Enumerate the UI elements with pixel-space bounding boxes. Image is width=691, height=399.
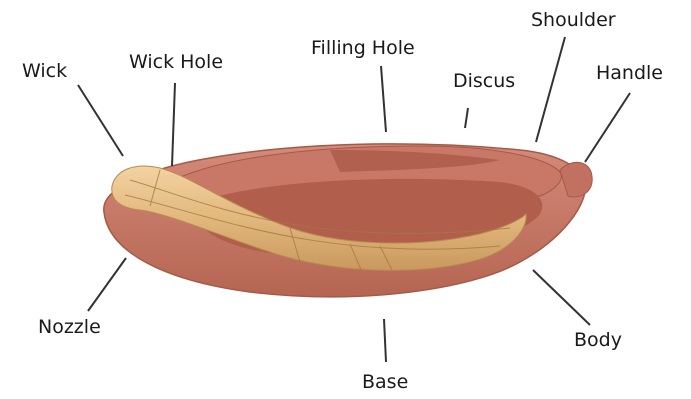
leader-base — [384, 319, 386, 362]
leader-body — [533, 270, 590, 325]
leader-shoulder — [536, 37, 565, 142]
label-body: Body — [574, 331, 622, 350]
label-wick: Wick — [22, 62, 67, 81]
leader-filling-hole — [381, 66, 386, 132]
leader-wick-hole — [172, 83, 175, 166]
leader-nozzle — [88, 258, 126, 311]
label-nozzle: Nozzle — [38, 318, 101, 337]
label-base: Base — [362, 373, 408, 392]
label-wick-hole: Wick Hole — [129, 53, 223, 72]
label-discus: Discus — [453, 72, 515, 91]
label-shoulder: Shoulder — [531, 11, 616, 30]
leader-handle — [585, 93, 630, 162]
label-handle: Handle — [596, 64, 663, 83]
leader-wick — [78, 85, 123, 156]
label-filling-hole: Filling Hole — [311, 39, 415, 58]
leader-discus — [465, 108, 468, 128]
